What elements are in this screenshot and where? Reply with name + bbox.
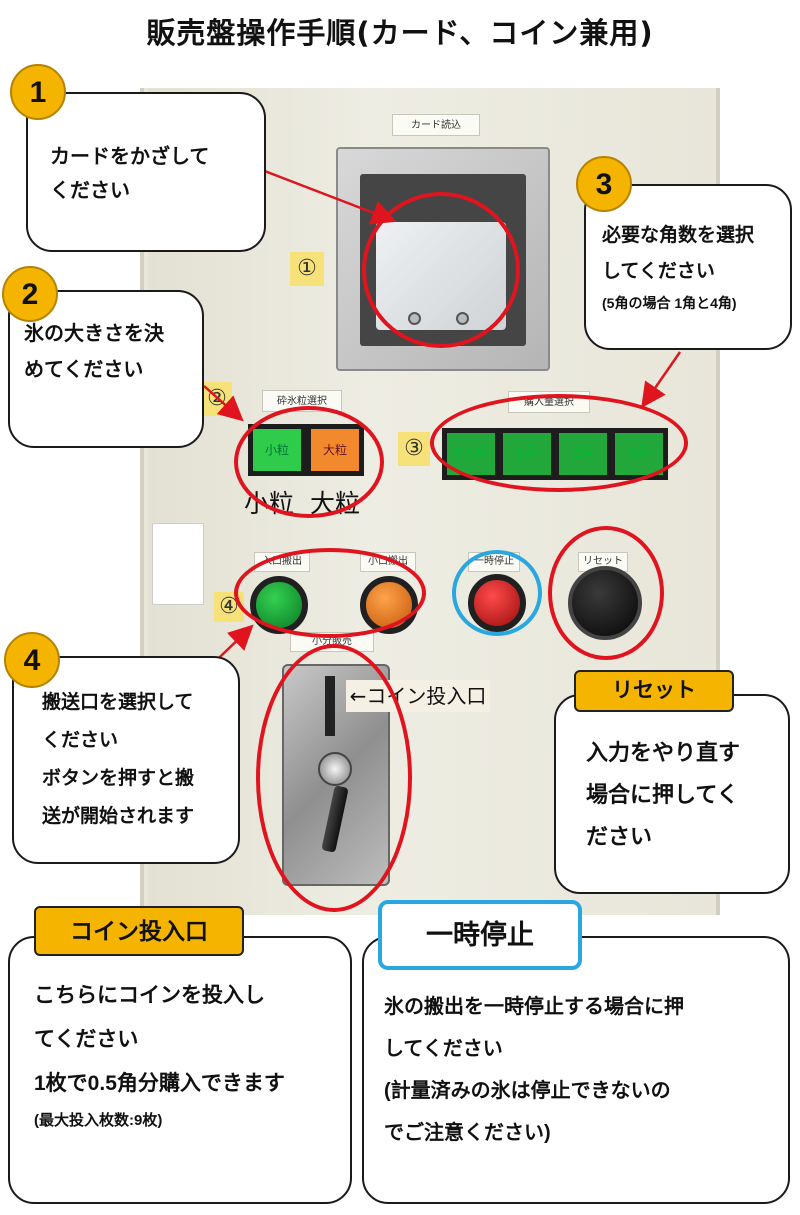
step-3-line: してください xyxy=(602,261,715,282)
step-4-bubble: 搬送口を選択して ください ボタンを押すと搬 送が開始されます xyxy=(12,656,240,864)
pause-line: でご注意ください) xyxy=(384,1122,551,1144)
step-2-line: 氷の大きさを決 xyxy=(24,323,164,345)
step-1-bubble: カードをかざして ください xyxy=(26,92,266,252)
step-1-number: 1 xyxy=(10,64,66,120)
step-marker-2: ② xyxy=(202,382,232,416)
pause-line: (計量済みの氷は停止できないの xyxy=(384,1080,671,1102)
highlight-reset-button xyxy=(548,526,664,660)
coin-note: (最大投入枚数:9枚) xyxy=(34,1112,163,1129)
card-reader-plate: カード読込 xyxy=(392,114,480,136)
highlight-grain-buttons xyxy=(234,406,384,518)
step-4-line: 送が開始されます xyxy=(42,806,195,827)
coin-bubble: こちらにコインを投入し てください 1枚で0.5角分購入できます (最大投入枚数… xyxy=(8,936,352,1204)
step-4-line: 搬送口を選択して xyxy=(42,692,194,713)
highlight-exit-buttons xyxy=(234,548,426,638)
step-1-line: ください xyxy=(50,180,130,202)
highlight-coin-slot xyxy=(256,644,412,912)
highlight-pause-button xyxy=(452,550,542,636)
reset-tag: リセット xyxy=(574,670,734,712)
reset-line: 場合に押してく xyxy=(586,782,739,807)
page-title: 販売盤操作手順(カード、コイン兼用) xyxy=(146,16,654,50)
reset-bubble: 入力をやり直す 場合に押してく ださい xyxy=(554,694,790,894)
step-marker-1: ① xyxy=(290,252,324,286)
highlight-card-reader xyxy=(362,192,520,348)
coin-line: てください xyxy=(34,1028,139,1051)
pause-line: 氷の搬出を一時停止する場合に押 xyxy=(384,996,684,1018)
pause-tag: 一時停止 xyxy=(378,900,582,970)
step-3-line: 必要な角数を選択 xyxy=(602,225,755,246)
step-marker-3: ③ xyxy=(398,432,430,466)
pause-line: してください xyxy=(384,1038,503,1060)
coin-line: 1枚で0.5角分購入できます xyxy=(34,1072,285,1095)
step-4-line: ください xyxy=(42,730,119,751)
step-4-line: ボタンを押すと搬 xyxy=(42,768,195,789)
step-3-number: 3 xyxy=(576,156,632,212)
reset-line: 入力をやり直す xyxy=(586,740,741,765)
step-3-note: (5角の場合 1角と4角) xyxy=(602,295,737,311)
coin-tag: コイン投入口 xyxy=(34,906,244,956)
step-1-line: カードをかざして xyxy=(50,146,210,168)
reset-line: ださい xyxy=(586,824,653,849)
step-3-bubble: 必要な角数を選択 してください (5角の場合 1角と4角) xyxy=(584,184,792,350)
step-4-number: 4 xyxy=(4,632,60,688)
coin-line: こちらにコインを投入し xyxy=(34,984,265,1007)
side-bracket xyxy=(152,523,204,605)
pause-bubble: 氷の搬出を一時停止する場合に押 してください (計量済みの氷は停止できないの で… xyxy=(362,936,790,1204)
highlight-amount-buttons xyxy=(430,394,688,492)
step-2-line: めてください xyxy=(24,359,144,381)
step-2-number: 2 xyxy=(2,266,58,322)
